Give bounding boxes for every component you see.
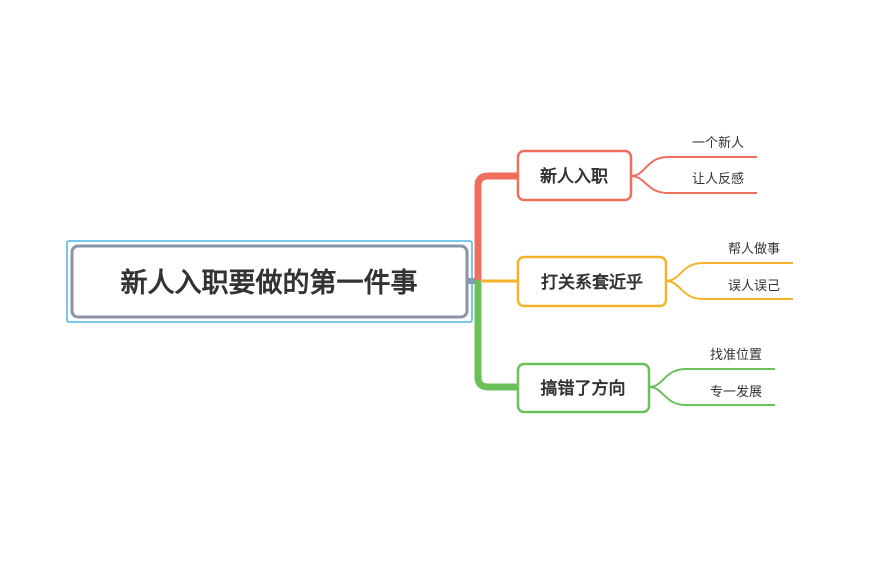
- leaf-connectors-1: [630, 156, 757, 194]
- root-box: [70, 244, 469, 319]
- connector-branch-1: [474, 172, 522, 287]
- leaf-connector-2-1: [665, 262, 793, 282]
- leaf-3-1[interactable]: 找准位置: [710, 348, 762, 363]
- leaf-connector-1-1: [630, 156, 757, 177]
- leaf-1-1[interactable]: 一个新人: [692, 135, 744, 151]
- leaf-2-1[interactable]: 帮人做事: [728, 242, 780, 257]
- root-title: 新人入职要做的第一件事: [121, 267, 418, 299]
- leaf-connectors-3: [648, 368, 775, 406]
- connector-branch-3: [474, 279, 522, 391]
- branch-connectors: [467, 172, 522, 391]
- root-selection-outline: [66, 240, 473, 323]
- leaf-connector-3-1: [648, 368, 775, 388]
- root-node[interactable]: 新人入职要做的第一件事: [66, 240, 473, 323]
- branch-node-3[interactable]: 搞错了方向: [516, 362, 651, 414]
- branch-label-1: 新人入职: [540, 166, 608, 187]
- branch-node-2[interactable]: 打关系套近乎: [516, 255, 668, 308]
- leaf-1-2[interactable]: 让人反感: [692, 171, 744, 187]
- branch-label-3: 搞错了方向: [541, 378, 626, 399]
- branch-label-2: 打关系套近乎: [541, 272, 643, 293]
- leaf-3-2[interactable]: 专一发展: [710, 384, 762, 400]
- leaf-connector-1-2: [630, 175, 757, 194]
- branch-node-1[interactable]: 新人入职: [516, 149, 633, 202]
- leaf-connector-3-2: [648, 386, 775, 406]
- leaf-2-2[interactable]: 误人误己: [728, 279, 780, 294]
- leaf-connector-2-2: [665, 280, 793, 300]
- leaf-connectors-2: [665, 262, 793, 300]
